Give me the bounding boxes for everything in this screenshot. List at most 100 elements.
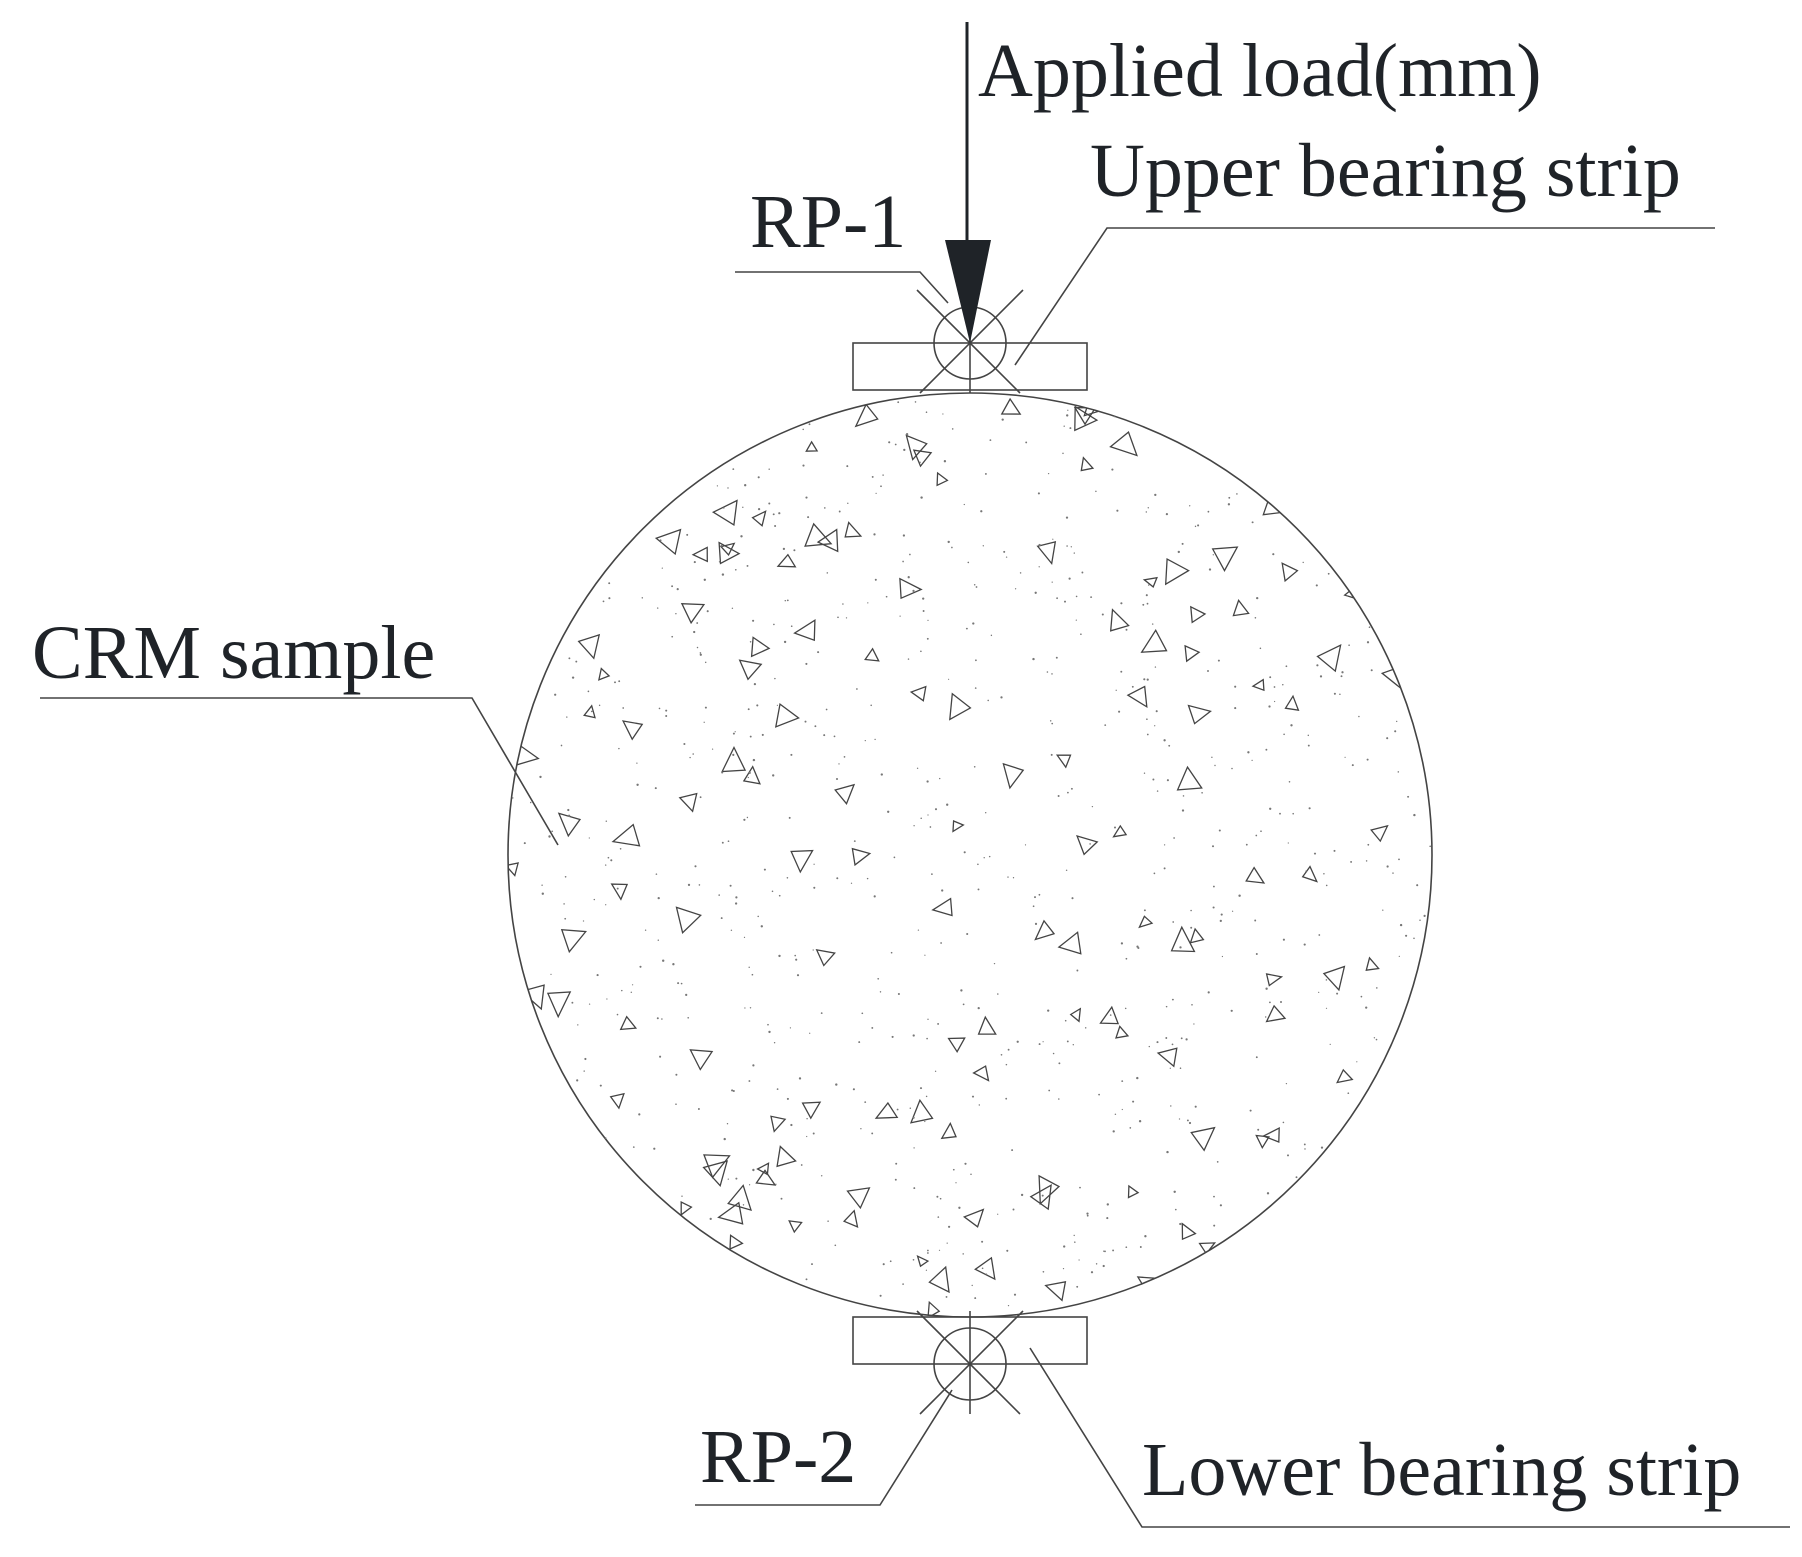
rp2-cross-line-b: [919, 1310, 1024, 1415]
aggregate-particle: [680, 1201, 693, 1217]
sand-speck: [541, 884, 543, 886]
sand-speck: [880, 773, 883, 776]
sand-speck: [867, 602, 869, 604]
sand-speck: [1003, 550, 1006, 553]
sand-speck: [1255, 834, 1258, 837]
sand-speck: [793, 549, 796, 552]
sand-speck: [616, 887, 619, 890]
sand-speck: [1173, 837, 1175, 839]
sand-speck: [1280, 1001, 1282, 1003]
sand-speck: [975, 586, 978, 588]
sand-speck: [973, 583, 976, 586]
sand-speck: [1114, 1113, 1117, 1116]
sand-speck: [1231, 910, 1234, 912]
sand-speck: [1405, 934, 1408, 937]
sand-speck: [1375, 987, 1378, 989]
sand-speck: [1234, 685, 1237, 688]
sand-speck: [838, 763, 840, 765]
sand-speck: [778, 512, 781, 515]
sand-speck: [812, 949, 814, 951]
sand-speck: [772, 513, 775, 516]
sand-speck: [1125, 1246, 1128, 1249]
sand-speck: [566, 716, 568, 718]
sand-speck: [1067, 791, 1069, 794]
sand-speck: [1154, 725, 1156, 727]
sand-speck: [924, 1120, 926, 1123]
sand-speck: [864, 739, 866, 742]
sand-speck: [1062, 452, 1064, 455]
sand-speck: [584, 1057, 587, 1061]
sand-speck: [887, 810, 890, 813]
sand-speck: [1156, 1041, 1159, 1044]
sand-speck: [1142, 603, 1145, 606]
sand-speck: [761, 733, 764, 736]
sand-speck: [1221, 955, 1224, 958]
sand-speck: [942, 413, 944, 415]
sand-speck: [977, 863, 979, 866]
sand-speck: [636, 762, 638, 764]
sand-speck: [1154, 493, 1157, 497]
sand-speck: [1419, 919, 1421, 922]
sand-speck: [672, 963, 675, 966]
sand-speck: [927, 1018, 929, 1020]
sand-speck: [962, 1003, 965, 1006]
sand-speck: [874, 578, 877, 581]
aggregate-particle: [1265, 973, 1284, 987]
sand-speck: [607, 856, 610, 859]
sand-speck: [1325, 884, 1328, 887]
sand-speck: [958, 1206, 961, 1209]
sand-speck: [1103, 1250, 1105, 1252]
sand-speck: [1386, 737, 1389, 740]
sand-speck: [1360, 995, 1363, 998]
aggregate-particle: [805, 440, 819, 452]
sand-speck: [925, 1269, 928, 1271]
sand-speck: [1429, 845, 1432, 848]
sand-speck: [665, 714, 668, 718]
sand-speck: [1323, 873, 1325, 875]
sand-speck: [866, 877, 869, 880]
lower-bearing-strip: [852, 1310, 1088, 1415]
aggregate-particle: [1034, 919, 1056, 941]
sand-speck: [1000, 1053, 1003, 1056]
sand-speck: [1219, 919, 1222, 923]
sand-speck: [1194, 1105, 1197, 1108]
sand-speck: [934, 1070, 937, 1072]
sand-speck: [740, 535, 743, 538]
sand-speck: [639, 965, 642, 968]
sand-speck: [1220, 913, 1223, 916]
sand-speck: [732, 732, 735, 735]
sand-speck: [1073, 552, 1075, 554]
sand-speck: [605, 820, 608, 822]
aggregate-particle: [1057, 931, 1082, 955]
sand-speck: [767, 1023, 769, 1026]
sand-speck: [1212, 554, 1214, 556]
sand-speck: [539, 775, 542, 779]
sand-speck: [1106, 1203, 1109, 1206]
sand-speck: [768, 502, 771, 505]
sand-speck: [729, 884, 732, 887]
aggregate-particle: [611, 823, 641, 847]
sand-speck: [1238, 894, 1241, 897]
sand-speck: [568, 657, 571, 660]
sand-speck: [1152, 778, 1155, 781]
sand-speck: [743, 936, 746, 939]
sand-speck: [903, 448, 906, 452]
aggregate-particle: [790, 849, 814, 874]
sand-speck: [896, 1108, 899, 1111]
sand-speck: [654, 787, 657, 790]
sand-speck: [631, 984, 634, 986]
sand-speck: [907, 576, 910, 579]
sand-speck: [985, 812, 987, 814]
aggregate-particle: [947, 1037, 966, 1053]
sand-speck: [723, 507, 725, 509]
sand-speck: [1121, 1080, 1124, 1082]
sand-speck: [1366, 641, 1370, 644]
sand-speck: [661, 567, 663, 569]
sand-speck: [1367, 843, 1370, 846]
sand-speck: [1001, 418, 1004, 421]
sand-speck: [1104, 1250, 1106, 1253]
sand-speck: [1373, 1037, 1376, 1039]
aggregate-particle: [727, 1184, 752, 1212]
sand-speck: [925, 1095, 928, 1098]
sand-speck: [1245, 843, 1248, 846]
